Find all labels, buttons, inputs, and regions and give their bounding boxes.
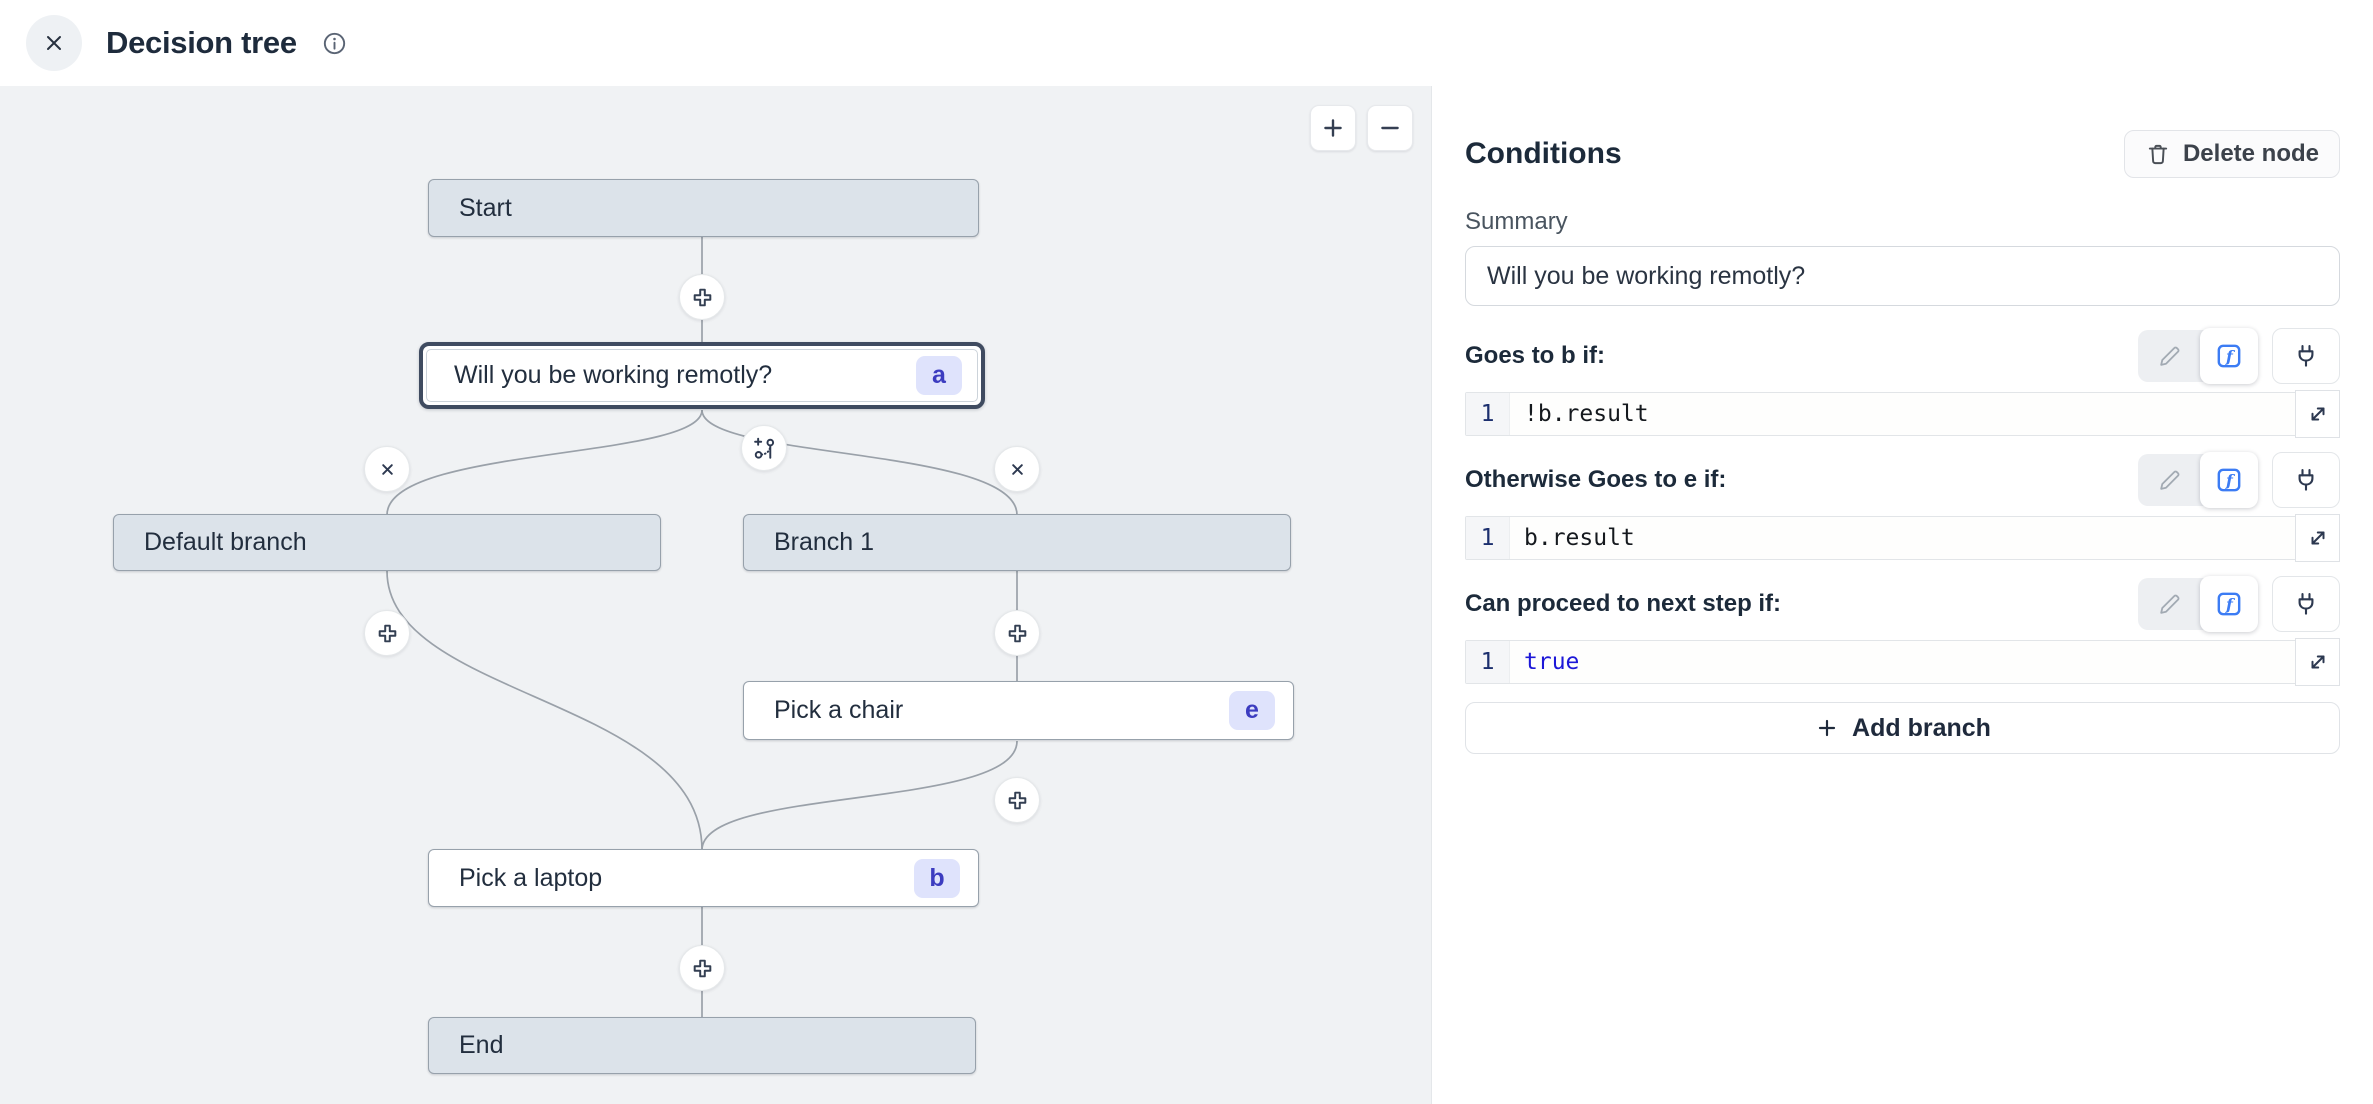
add-branch-icon: [754, 437, 775, 459]
condition-code-editor[interactable]: 1 true: [1465, 638, 2340, 686]
editor-mode-toggle: f: [2138, 328, 2258, 384]
code-text[interactable]: !b.result: [1524, 401, 1649, 427]
expand-editor-button[interactable]: [2295, 638, 2340, 686]
svg-text:f: f: [2225, 595, 2236, 614]
node-label: Pick a laptop: [459, 863, 603, 892]
condition-label: Can proceed to next step if:: [1465, 590, 1782, 617]
add-step-button[interactable]: [994, 610, 1040, 656]
pencil-icon: [2159, 346, 2179, 366]
close-icon: [47, 36, 61, 50]
condition-code-editor[interactable]: 1 b.result: [1465, 514, 2340, 562]
plug-icon: [2298, 469, 2314, 491]
trash-icon: [2148, 144, 2168, 165]
zoom-out-button[interactable]: [1367, 105, 1413, 151]
plus-icon: [1324, 119, 1342, 137]
plain-edit-mode-button[interactable]: [2138, 578, 2200, 630]
node-badge: a: [916, 356, 962, 395]
node-pick-a-laptop[interactable]: Pick a laptop b: [428, 849, 979, 907]
node-label: Start: [459, 193, 512, 222]
add-step-button[interactable]: [364, 610, 410, 656]
node-badge: e: [1229, 691, 1275, 730]
plug-icon: [2298, 345, 2314, 367]
node-start[interactable]: Start: [428, 179, 979, 237]
plus-outline-icon: [1008, 624, 1026, 642]
node-question-selected[interactable]: Will you be working remotly? a: [419, 342, 985, 409]
top-bar: Decision tree: [0, 0, 2373, 86]
node-label: Branch 1: [774, 528, 875, 556]
add-step-button[interactable]: [679, 945, 725, 991]
plain-edit-mode-button[interactable]: [2138, 330, 2200, 382]
x-icon: [1011, 463, 1023, 475]
add-step-button[interactable]: [994, 777, 1040, 823]
node-label: End: [459, 1031, 504, 1059]
node-label: Default branch: [144, 528, 307, 556]
plain-edit-mode-button[interactable]: [2138, 454, 2200, 506]
plus-outline-icon: [378, 624, 396, 642]
code-text[interactable]: b.result: [1524, 525, 1635, 551]
expand-icon: [2311, 531, 2324, 545]
panel-title: Conditions: [1465, 137, 1622, 170]
add-branch-label: Add branch: [1852, 713, 1991, 742]
plus-outline-icon: [693, 288, 711, 306]
plug-icon: [2298, 593, 2314, 615]
delete-node-button[interactable]: Delete node: [2123, 130, 2340, 178]
condition-code-editor[interactable]: 1 !b.result: [1465, 390, 2340, 438]
line-number: 1: [1466, 393, 1510, 435]
formula-f-icon: f: [2217, 468, 2241, 492]
connector-button[interactable]: [2272, 576, 2340, 632]
node-label: Pick a chair: [774, 696, 904, 724]
formula-mode-button[interactable]: f: [2200, 328, 2258, 384]
editor-mode-toggle: f: [2138, 576, 2258, 632]
pencil-icon: [2159, 470, 2179, 490]
code-text[interactable]: true: [1524, 649, 1580, 675]
expand-icon: [2311, 407, 2324, 421]
expand-icon: [2311, 655, 2324, 669]
conditions-panel: Conditions Delete node Summary Goes to b…: [1431, 86, 2373, 1104]
line-number: 1: [1466, 641, 1510, 683]
connector-button[interactable]: [2272, 452, 2340, 508]
svg-text:f: f: [2225, 471, 2236, 490]
node-default-branch[interactable]: Default branch: [113, 514, 661, 571]
close-button[interactable]: [26, 15, 82, 71]
formula-f-icon: f: [2217, 592, 2241, 616]
editor-mode-toggle: f: [2138, 452, 2258, 508]
formula-mode-button[interactable]: f: [2200, 576, 2258, 632]
plus-outline-icon: [693, 959, 711, 977]
line-number: 1: [1466, 517, 1510, 559]
node-pick-a-chair[interactable]: Pick a chair e: [743, 681, 1294, 740]
node-label: Will you be working remotly?: [454, 361, 773, 389]
node-branch-1[interactable]: Branch 1: [743, 514, 1291, 571]
decision-tree-canvas[interactable]: Start Will you be working remotly? a Def…: [0, 86, 1431, 1104]
node-end[interactable]: End: [428, 1017, 976, 1074]
svg-text:f: f: [2225, 347, 2236, 366]
formula-f-icon: f: [2217, 344, 2241, 368]
remove-branch-right-button[interactable]: [994, 446, 1040, 492]
page-title: Decision tree: [106, 25, 297, 60]
expand-editor-button[interactable]: [2295, 390, 2340, 438]
minus-icon: [1381, 126, 1399, 130]
info-icon[interactable]: [321, 30, 348, 57]
condition-label: Goes to b if:: [1465, 342, 1605, 369]
plus-icon: [1818, 719, 1836, 737]
connector-button[interactable]: [2272, 328, 2340, 384]
x-icon: [381, 463, 393, 475]
condition-label: Otherwise Goes to e if:: [1465, 466, 1727, 493]
pencil-icon: [2159, 594, 2179, 614]
add-branch-node-button[interactable]: [741, 425, 787, 471]
delete-node-label: Delete node: [2182, 140, 2319, 167]
node-badge: b: [914, 858, 960, 898]
summary-label: Summary: [1465, 208, 1568, 235]
add-branch-button[interactable]: Add branch: [1465, 702, 2340, 754]
expand-editor-button[interactable]: [2295, 514, 2340, 562]
zoom-in-button[interactable]: [1310, 105, 1356, 151]
add-step-button[interactable]: [679, 274, 725, 320]
formula-mode-button[interactable]: f: [2200, 452, 2258, 508]
summary-input[interactable]: [1465, 246, 2340, 306]
remove-branch-left-button[interactable]: [364, 446, 410, 492]
plus-outline-icon: [1008, 791, 1026, 809]
